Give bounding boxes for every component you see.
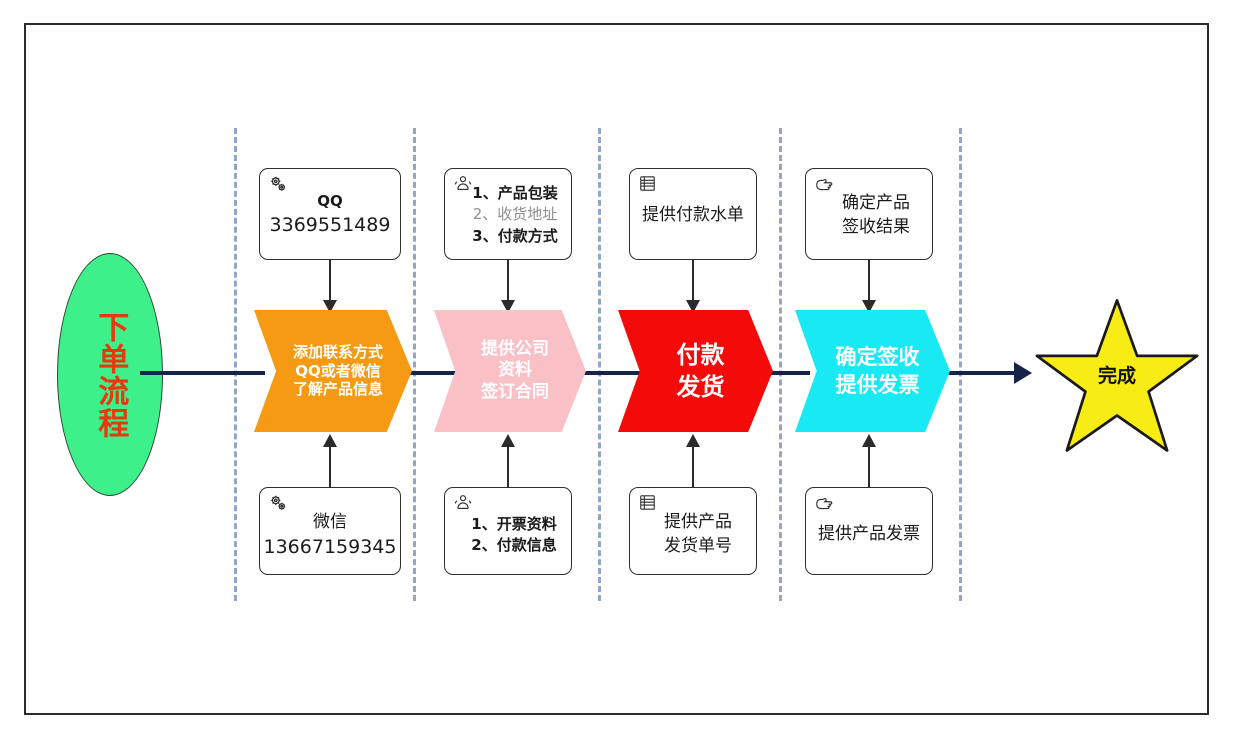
note-line: QQ	[317, 192, 343, 210]
note-box-stage2-bottom-text: 1、开票资料 2、付款信息	[445, 514, 571, 557]
process-chevron-stage3-text: 付款 发货	[667, 339, 725, 404]
connector-stage4-bottom	[868, 446, 870, 487]
end-node-complete[interactable]: 完成	[1031, 297, 1203, 459]
connector-arrow-stage3-bottom	[686, 434, 700, 447]
person-podium-icon	[453, 493, 475, 515]
note-box-stage4-bottom-text: 提供产品发票	[806, 522, 932, 546]
note-box-stage1-top[interactable]: QQ 3369551489	[259, 168, 401, 260]
note-box-stage4-bottom[interactable]: 提供产品发票	[805, 487, 933, 575]
document-list-icon	[638, 174, 660, 196]
note-box-stage2-top[interactable]: 1、产品包装 2、收货地址 3、付款方式	[444, 168, 572, 260]
connector-stage4-top	[868, 260, 870, 303]
note-box-stage2-bottom[interactable]: 1、开票资料 2、付款信息	[444, 487, 572, 575]
end-node-label: 完成	[1097, 365, 1136, 387]
note-line: 13667159345	[263, 536, 397, 559]
pointing-hand-icon	[814, 174, 836, 196]
chevron-line: QQ或者微信	[295, 361, 381, 380]
chevron-line: 发货	[676, 373, 725, 401]
process-chevron-stage2-text: 提供公司 资料 签订合同	[471, 339, 549, 403]
note-line: 1、产品包装	[472, 184, 558, 202]
note-line: 签收结果	[842, 217, 910, 238]
note-box-stage4-top[interactable]: 确定产品 签收结果	[805, 168, 933, 260]
process-chevron-stage2[interactable]: 提供公司 资料 签订合同	[434, 310, 586, 432]
flow-line-stage2-to-stage3	[578, 371, 640, 375]
note-line: 2、收货地址	[472, 205, 558, 224]
gears-icon	[268, 493, 290, 515]
lane-divider-3	[598, 128, 601, 601]
flow-line-stage1-to-stage2	[400, 371, 465, 375]
note-box-stage1-top-text: QQ 3369551489	[260, 191, 400, 239]
note-box-stage1-bottom-text: 微信 13667159345	[260, 510, 400, 561]
chevron-line: 添加联系方式	[292, 342, 383, 361]
start-node-label: 下单流程	[92, 310, 129, 439]
diagram-frame	[24, 23, 1209, 715]
connector-arrow-stage3-top	[686, 300, 700, 313]
lane-divider-2	[413, 128, 416, 601]
chevron-line: 确定签收	[835, 344, 920, 369]
connector-arrow-stage2-top	[501, 300, 515, 313]
connector-arrow-stage4-top	[862, 300, 876, 313]
chevron-line: 提供发票	[835, 373, 920, 397]
flow-arrow-to-end	[1014, 362, 1032, 384]
connector-stage1-bottom	[329, 446, 331, 487]
person-podium-icon	[453, 174, 475, 196]
gears-icon	[268, 174, 290, 196]
connector-stage3-bottom	[692, 446, 694, 487]
lane-divider-1	[234, 128, 237, 601]
note-line: 1、开票资料	[471, 515, 557, 533]
flow-line-stage4-to-end	[938, 371, 1018, 375]
lane-divider-5	[959, 128, 962, 601]
connector-arrow-stage1-top	[323, 300, 337, 313]
process-chevron-stage1-text: 添加联系方式 QQ或者微信 了解产品信息	[283, 343, 383, 400]
process-chevron-stage3[interactable]: 付款 发货	[618, 310, 773, 432]
connector-stage1-top	[329, 260, 331, 303]
connector-arrow-stage2-bottom	[501, 434, 515, 447]
note-line: 发货单号	[664, 536, 732, 557]
note-box-stage4-top-text: 确定产品 签收结果	[806, 191, 932, 239]
pointing-hand-icon	[814, 493, 836, 515]
note-box-stage2-top-text: 1、产品包装 2、收货地址 3、付款方式	[445, 183, 571, 247]
note-box-stage3-top-text: 提供付款水单	[630, 203, 756, 227]
chevron-line: 签订合同	[481, 381, 549, 402]
process-chevron-stage4-text: 确定签收 提供发票	[826, 343, 920, 400]
chevron-line: 提供公司	[481, 338, 549, 359]
note-line: 3、付款方式	[472, 226, 558, 245]
chevron-line: 了解产品信息	[292, 380, 383, 399]
note-line: 微信	[313, 512, 347, 532]
note-line: 提供产品	[664, 512, 732, 532]
process-chevron-stage1[interactable]: 添加联系方式 QQ或者微信 了解产品信息	[254, 310, 412, 432]
note-box-stage3-top[interactable]: 提供付款水单	[629, 168, 757, 260]
note-line: 提供产品发票	[818, 524, 920, 544]
start-node-order-process[interactable]: 下单流程	[57, 253, 163, 496]
note-box-stage3-bottom-text: 提供产品 发货单号	[630, 510, 756, 558]
note-line: 确定产品	[842, 193, 910, 213]
flow-line-start-to-stage1	[140, 371, 265, 375]
lane-divider-4	[779, 128, 782, 601]
flow-line-stage3-to-stage4	[760, 371, 810, 375]
note-line: 3369551489	[269, 214, 391, 237]
chevron-line: 付款	[676, 340, 725, 369]
connector-arrow-stage1-bottom	[323, 434, 337, 447]
process-chevron-stage4[interactable]: 确定签收 提供发票	[795, 310, 950, 432]
connector-stage2-bottom	[507, 446, 509, 487]
connector-stage2-top	[507, 260, 509, 303]
note-box-stage1-bottom[interactable]: 微信 13667159345	[259, 487, 401, 575]
document-list-icon	[638, 493, 660, 515]
chevron-line: 资料	[498, 360, 532, 381]
connector-arrow-stage4-bottom	[862, 434, 876, 447]
note-line: 2、付款信息	[471, 536, 557, 555]
connector-stage3-top	[692, 260, 694, 303]
note-box-stage3-bottom[interactable]: 提供产品 发货单号	[629, 487, 757, 575]
note-line: 提供付款水单	[642, 205, 744, 225]
